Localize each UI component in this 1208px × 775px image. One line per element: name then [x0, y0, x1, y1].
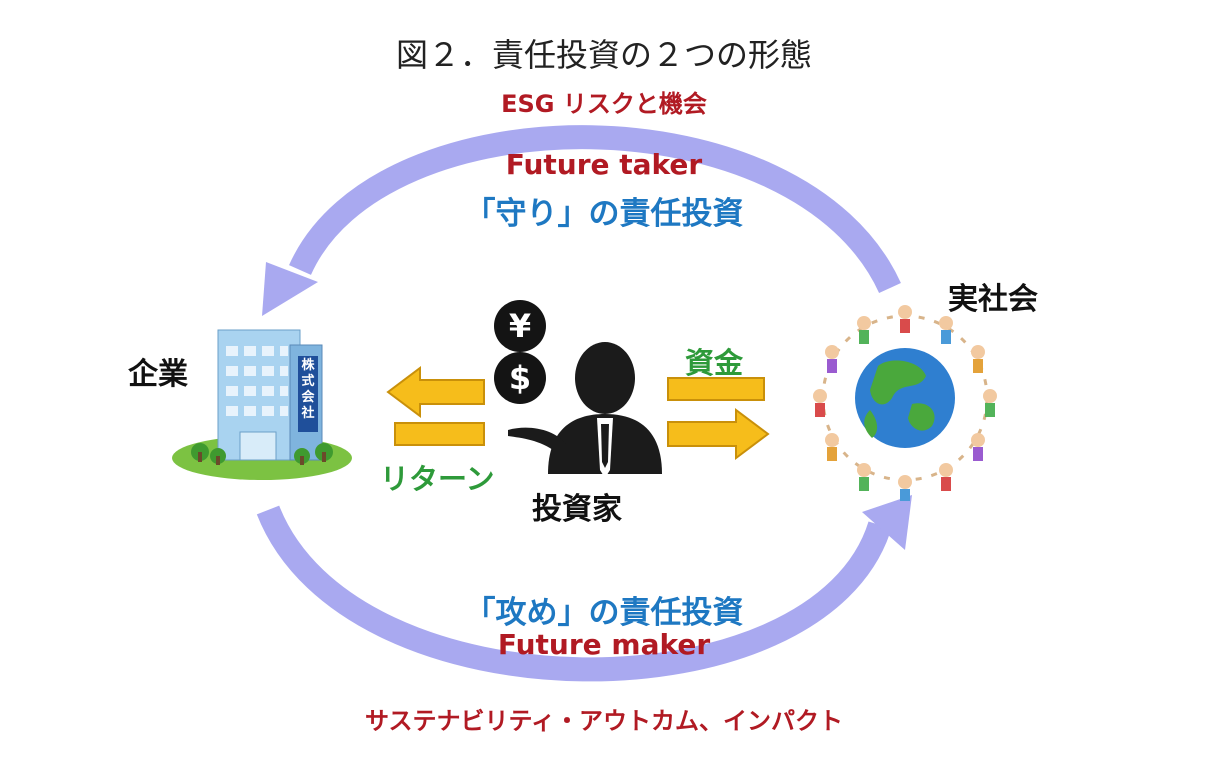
dollar-symbol: $ [508, 359, 532, 397]
figure-title: 図２．責任投資の２つの形態 [395, 36, 812, 74]
esg-risk-label: ESG リスクと機会 [501, 90, 707, 118]
future-taker-label: Future taker [505, 148, 703, 181]
top-cycle-arc [289, 125, 901, 294]
defensive-investment-label: 「守り」の責任投資 [464, 196, 744, 232]
bottom-cycle-arc [256, 505, 892, 682]
company-building-icon [172, 329, 352, 480]
return-label: リターン [380, 462, 495, 496]
company-label: 企業 [128, 357, 188, 392]
society-label: 実社会 [948, 282, 1038, 317]
offensive-investment-label: 「攻め」の責任投資 [464, 595, 744, 631]
bottom-arc-arrowhead [862, 495, 912, 550]
investor-silhouette-icon [508, 342, 662, 478]
top-arc-arrowhead [262, 262, 318, 316]
investor-label: 投資家 [532, 492, 622, 527]
company-sign: 株式会社 [301, 358, 315, 421]
people-ring-icon [813, 305, 997, 501]
sustainability-outcome-label: サステナビリティ・アウトカム、インパクト [364, 707, 844, 735]
yen-coin-icon [494, 300, 546, 352]
future-maker-label: Future maker [497, 628, 711, 661]
society-globe-icon [855, 348, 955, 448]
dollar-coin-icon [494, 352, 546, 404]
yen-symbol: ¥ [508, 307, 532, 345]
return-arrow [386, 366, 485, 418]
return-bar [394, 422, 485, 446]
funds-bar [667, 377, 765, 401]
funds-label: 資金 [685, 346, 744, 380]
funds-arrow [667, 408, 770, 460]
